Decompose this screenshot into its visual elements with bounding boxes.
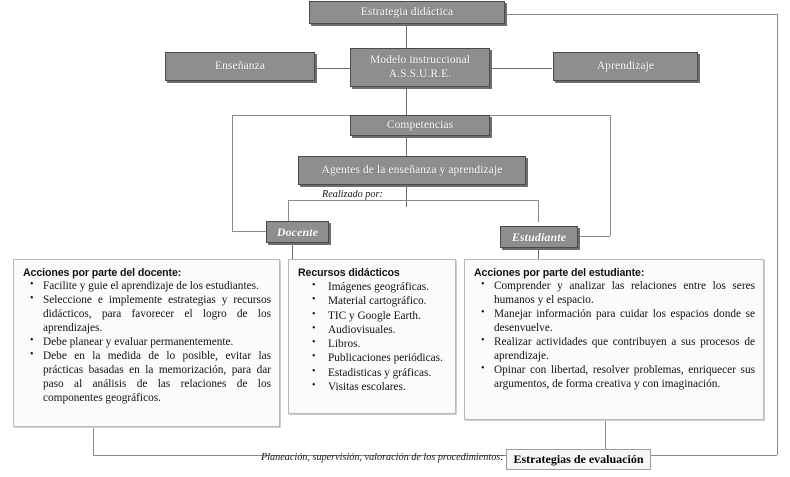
edge-agentes-down [406,185,407,207]
node-estrategias-evaluacion-label: Estrategias de evaluación [513,452,644,466]
edge-label-realizado-por: Realizado por: [322,189,383,200]
edge-competencias-to-agentes [406,136,407,156]
list-item: Realizar actividades que contribuyen a s… [481,335,755,364]
edge-competencias-left-drop [232,115,233,231]
edge-estrategia-to-right-rail [505,14,777,15]
panel-recursos-list: Imágenes geográficas. Material cartográf… [298,280,447,395]
list-item: Seleccione e implemente estrategias y re… [30,293,271,335]
list-item: Publicaciones periódicas. [312,351,447,366]
list-item: Opinar con libertad, resolver problemas,… [481,363,755,392]
node-estrategia-didactica[interactable]: Estrategia didáctica [309,1,505,24]
edge-bottom-rail [93,455,777,456]
edge-ensenanza-to-modelo [317,68,350,69]
node-estrategias-evaluacion[interactable]: Estrategias de evaluación [506,449,651,470]
list-item: TIC y Google Earth. [312,309,447,324]
node-aprendizaje[interactable]: Aprendizaje [553,52,698,81]
list-item: Material cartográfico. [312,294,447,309]
node-estudiante[interactable]: Estudiante [500,226,578,248]
panel-estudiante-actions-list: Comprender y analizar las relaciones ent… [474,279,755,392]
list-item: Estadisticas y gráficas. [312,366,447,381]
edge-docente-to-panel [292,243,293,259]
list-item: Comprender y analizar las relaciones ent… [481,279,755,308]
list-item: Facilite y guie el aprendizaje de los es… [30,279,271,294]
node-agentes[interactable]: Agentes de la enseñanza y aprendizaje [298,156,526,185]
list-item: Libros. [312,337,447,352]
edge-realizado-left-drop [288,200,289,222]
list-item: Debe en la medida de lo posible, evitar … [30,349,271,405]
edge-realizado-right-drop [538,200,539,222]
panel-docente-actions: Acciones por parte del docente: Facilite… [13,259,280,427]
panel-estudiante-actions: Acciones por parte del estudiante: Compr… [464,259,764,420]
node-modelo-line2: A.S.S.U.R.E. [388,67,452,80]
node-ensenanza[interactable]: Enseñanza [165,52,315,81]
edge-docente-panel-down [93,427,94,456]
edge-to-estudiante-right [578,236,610,237]
list-item: Audiovisuales. [312,323,447,338]
panel-estudiante-actions-heading: Acciones por parte del estudiante: [474,267,645,279]
edge-modelo-to-competencias [406,87,407,116]
node-estrategia-didactica-label: Estrategia didáctica [360,5,454,18]
edge-right-outer-rail [777,14,778,455]
list-item: Imágenes geográficas. [312,280,447,295]
edge-estudiante-panel-down [605,420,606,455]
panel-docente-actions-heading: Acciones por parte del docente: [23,267,182,279]
node-docente-label: Docente [276,224,319,239]
node-competencias-label: Competencias [386,118,454,131]
node-modelo-instruccional[interactable]: Modelo instruccional A.S.S.U.R.E. [350,48,490,87]
panel-recursos-didacticos: Recursos didácticos Imágenes geográficas… [288,259,456,414]
list-item: Debe planear y evaluar permanentemente. [30,335,271,350]
node-modelo-line1: Modelo instruccional [369,53,471,66]
edge-modelo-to-aprendizaje [491,68,552,69]
panel-recursos-heading: Recursos didácticos [298,267,400,279]
edge-competencias-right-drop [610,115,611,236]
panel-docente-actions-list: Facilite y guie el aprendizaje de los es… [23,279,271,406]
list-item: Manejar información para cuidar los espa… [481,307,755,336]
edge-estrategia-to-modelo [406,24,407,50]
edge-label-planeacion: Planeación, supervisión, valoración de l… [261,452,504,463]
node-competencias[interactable]: Competencias [350,115,490,136]
edge-estudiante-to-panel [538,248,539,259]
node-aprendizaje-label: Aprendizaje [596,59,655,72]
node-docente[interactable]: Docente [266,221,329,243]
list-item: Visitas escolares. [312,380,447,395]
node-estudiante-label: Estudiante [511,229,567,244]
node-ensenanza-label: Enseñanza [214,59,266,72]
edge-realizado-por-bracket [288,200,538,201]
edge-to-docente-left [232,231,266,232]
node-agentes-label: Agentes de la enseñanza y aprendizaje [321,163,503,176]
